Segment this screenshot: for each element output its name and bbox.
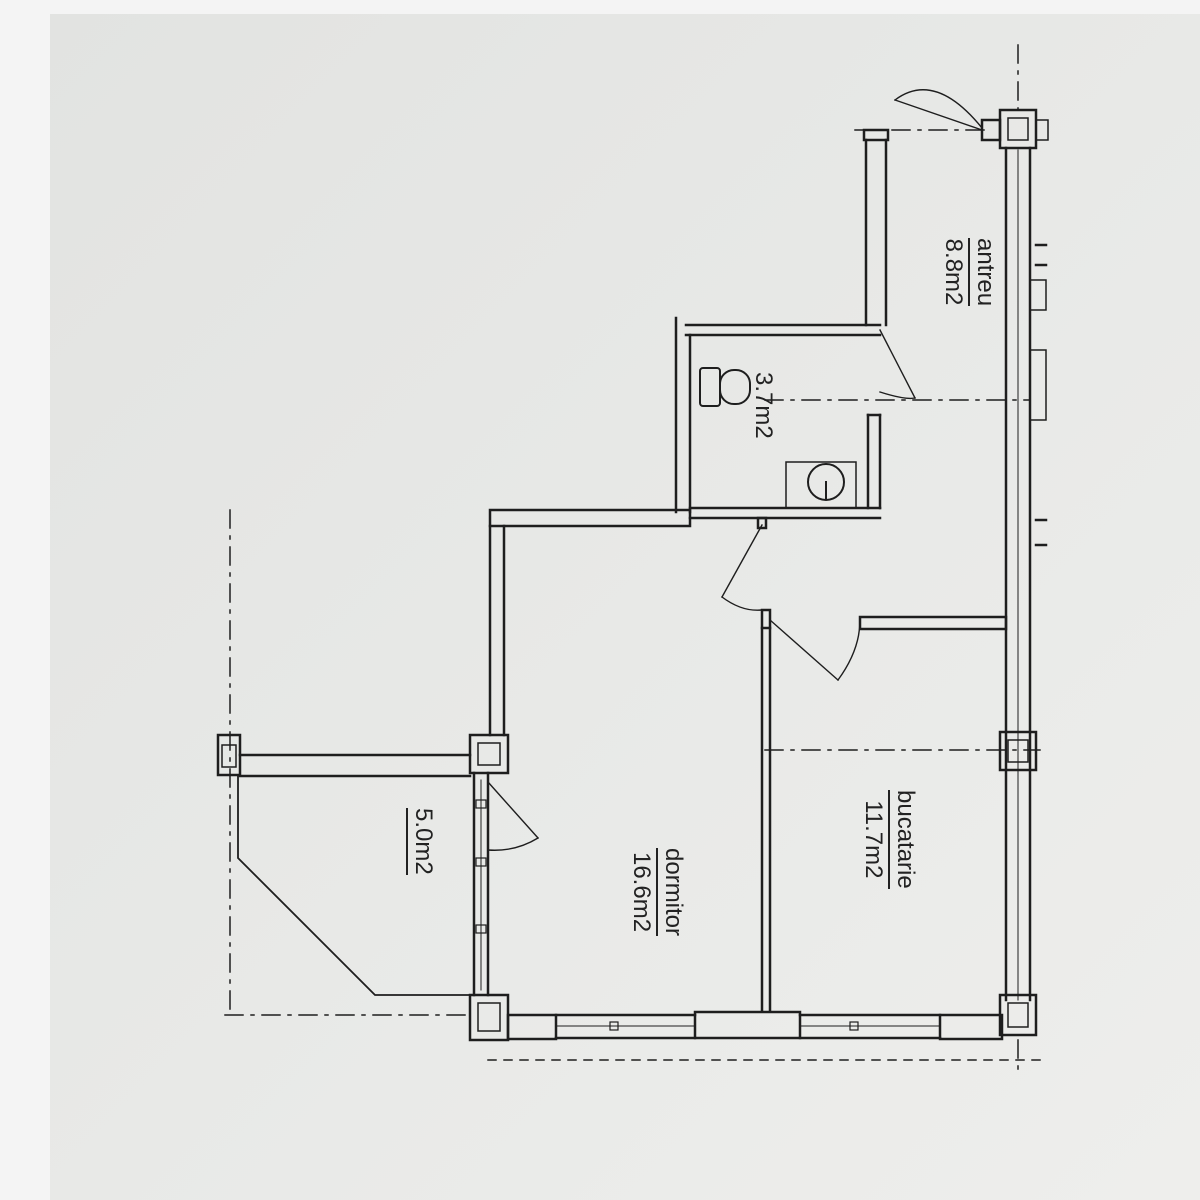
entrance-door-leaf [894,99,983,131]
room-label-antreu: antreu 8.8m2 [938,238,1000,307]
room-name: dormitor [660,848,687,937]
room-label-bathroom: 3.7m2 [748,372,778,439]
toilet-bowl-icon [719,369,751,405]
bedroom-door-leaf [769,619,839,681]
corridor-walls [674,128,890,530]
bathroom-door-leaf [879,329,916,399]
balcony-structure [216,733,510,997]
room-area: 8.8m2 [938,238,970,307]
axis-lines [224,44,1046,1071]
room-name: antreu [972,238,999,307]
room-area: 3.7m2 [750,372,777,439]
room-label-balcony: 5.0m2 [406,808,438,875]
balcony-door-leaf [487,781,539,839]
right-wall [980,108,1049,1037]
room-area: 16.6m2 [626,848,658,937]
room-label-dormitor: dormitor 16.6m2 [626,848,688,937]
kitchen-door-leaf [721,524,763,598]
bottom-wall [468,993,1004,1042]
room-label-bucatarie: bucatarie 11.7m2 [858,790,920,889]
bathroom-fixtures [699,367,857,509]
doors [487,89,983,851]
bedroom-walls [488,508,1008,1012]
room-area: 11.7m2 [858,790,890,889]
shower-drain-icon [807,463,845,501]
room-area: 5.0m2 [406,808,438,875]
shower-tray-icon [785,461,857,509]
room-name: bucatarie [892,790,919,889]
